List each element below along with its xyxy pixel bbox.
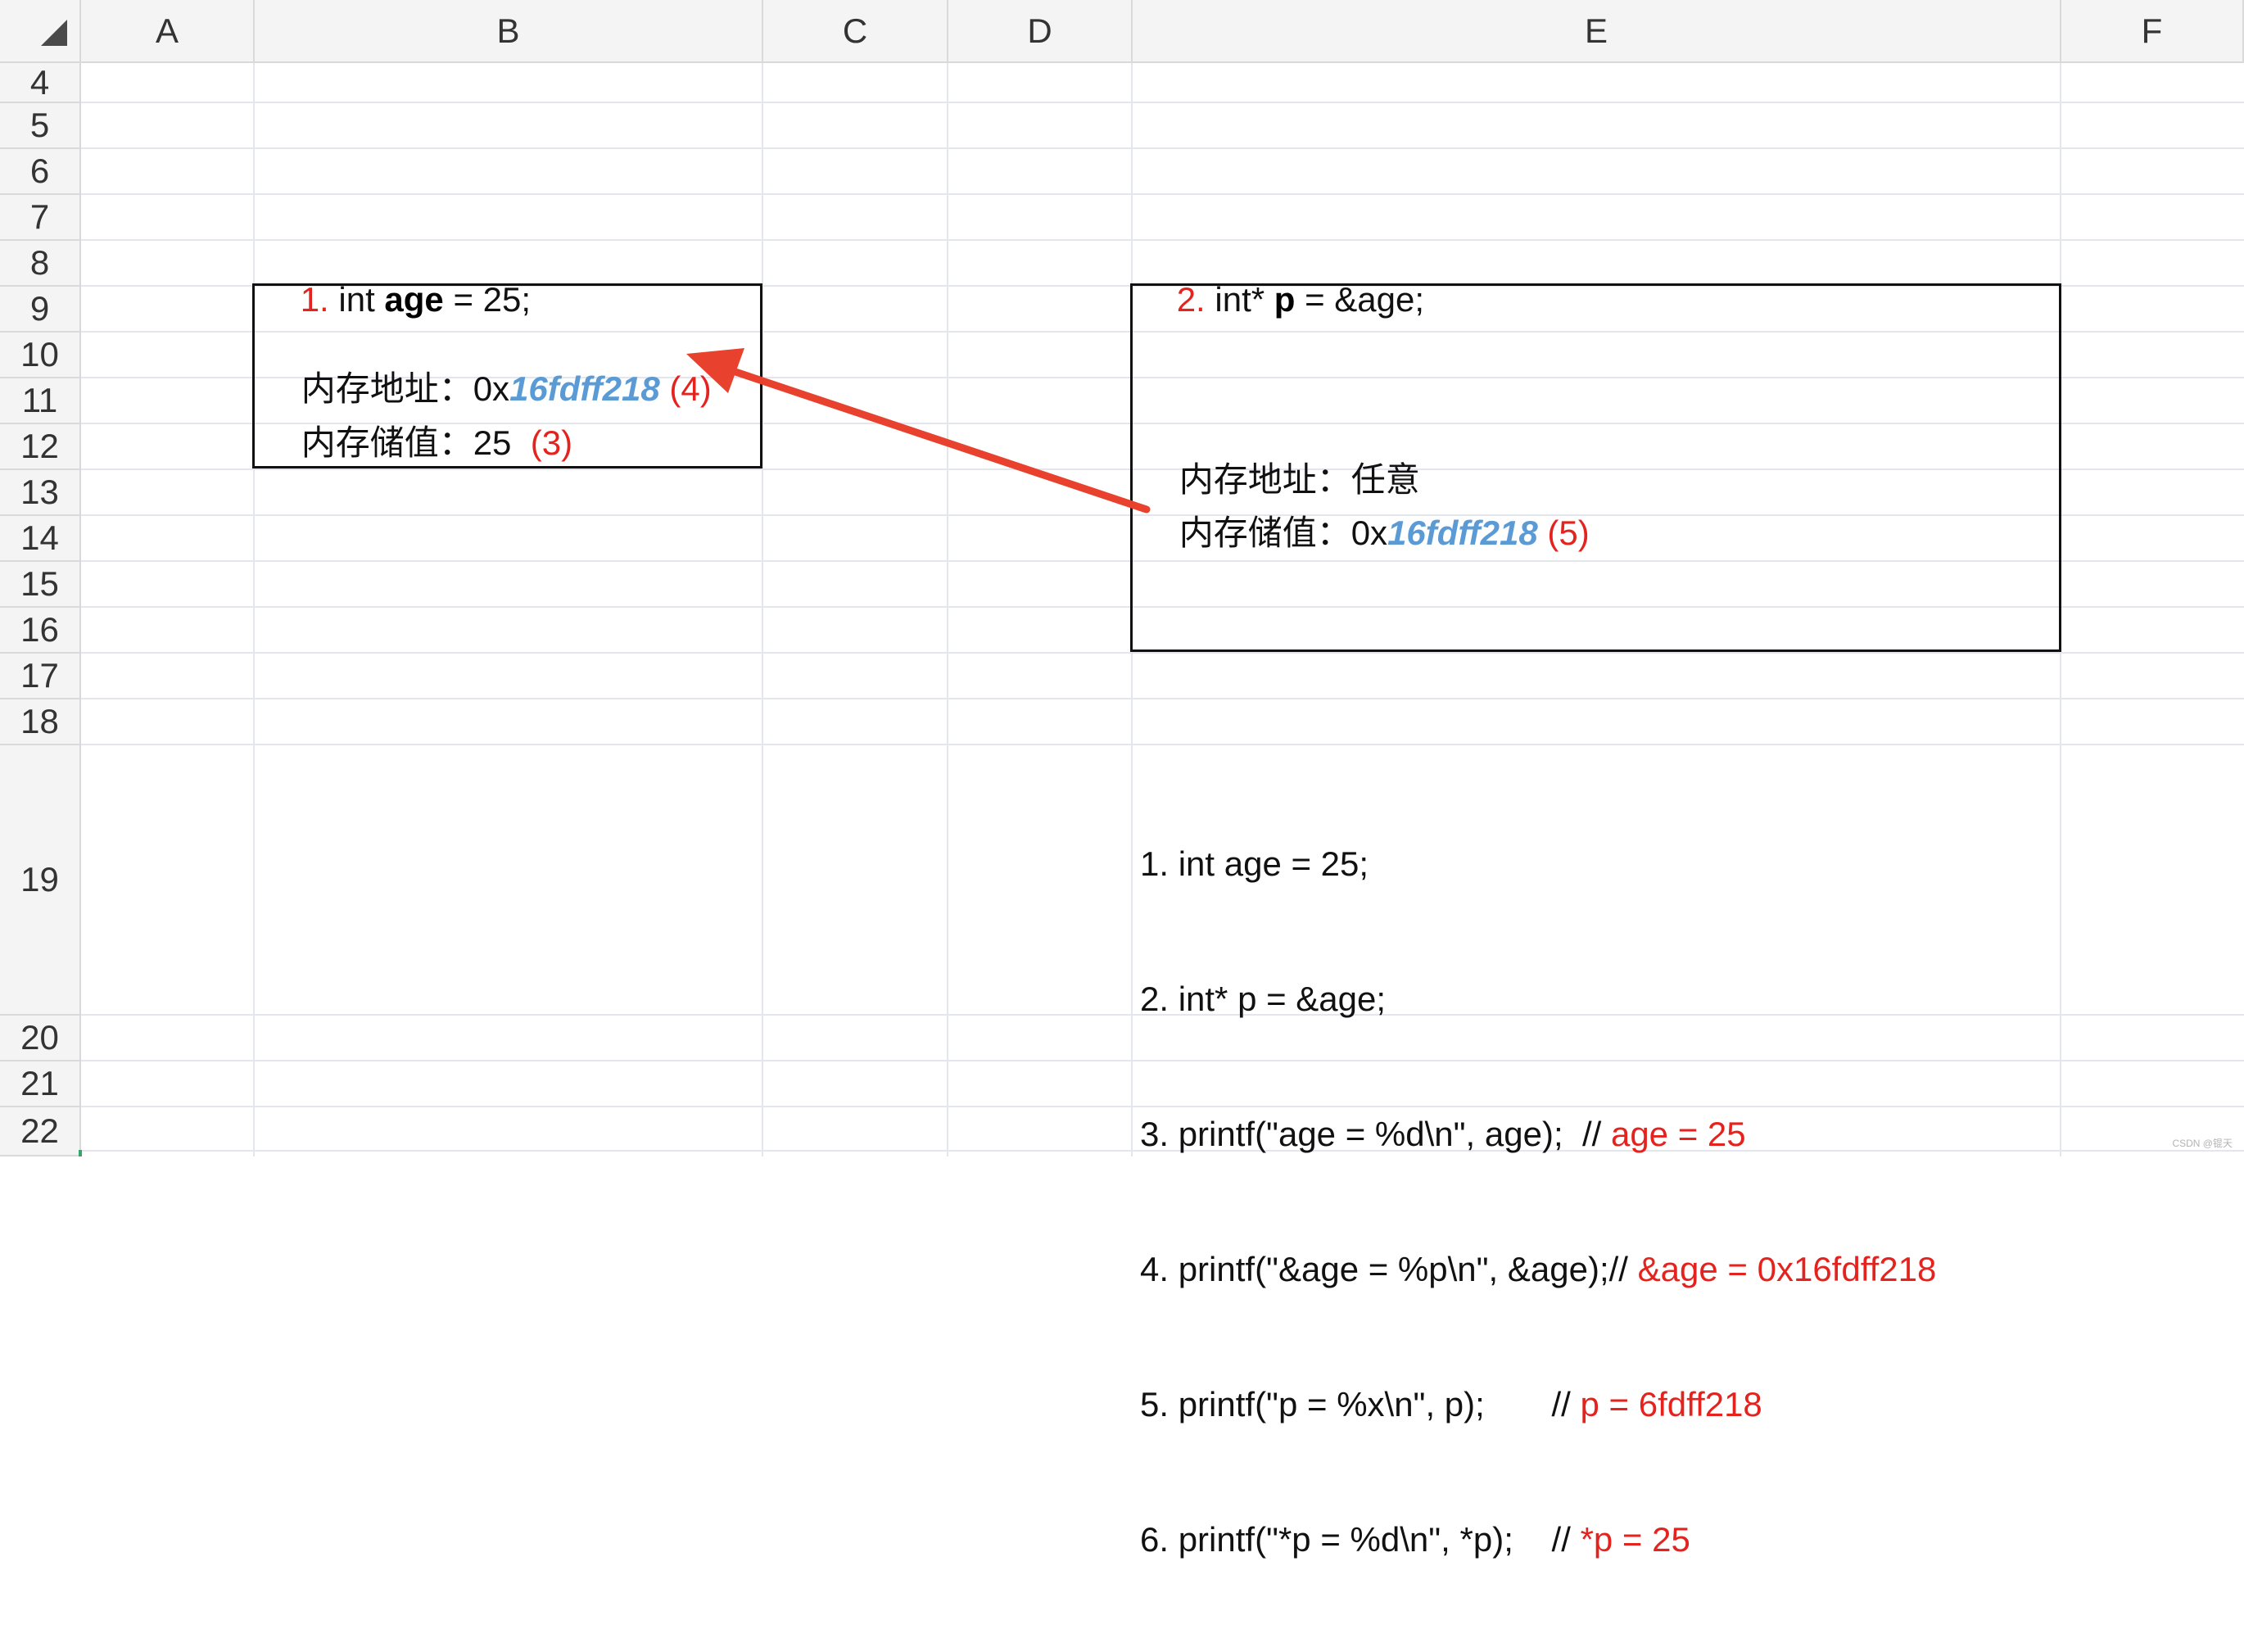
row-header-13[interactable]: 13 (0, 470, 81, 516)
pointer-arrow (686, 348, 1151, 514)
memory-box-age (252, 283, 762, 468)
spreadsheet: A B C D E F 4 5 6 7 8 9 10 11 12 13 14 1… (0, 0, 2244, 1559)
gridline (81, 606, 2244, 608)
row-header-19[interactable]: 19 (0, 745, 81, 1016)
age-value-line: 内存储值：25 (3) (263, 392, 572, 495)
gridline (253, 63, 255, 1156)
watermark: CSDN @锟天 (2172, 1138, 2233, 1149)
value-hex: 16fdff218 (1387, 514, 1538, 552)
row-header-22[interactable]: 22 (0, 1107, 81, 1156)
row-header-17[interactable]: 17 (0, 654, 81, 699)
code-line: 4. printf("&age = %p\n", &age);// &age =… (1140, 1250, 1937, 1288)
code-line: 6. printf("*p = %d\n", *p); // *p = 25 (1140, 1520, 1690, 1559)
value-label: 内存储值： (301, 423, 473, 462)
row-header-16[interactable]: 16 (0, 608, 81, 654)
row-header-5[interactable]: 5 (0, 103, 81, 149)
step-label: (4) (669, 369, 712, 408)
code-line: 2. int* p = &age; (1140, 980, 1387, 1018)
row-header-11[interactable]: 11 (0, 378, 81, 424)
p-value-line: 内存储值：0x16fdff218 (5) (1141, 482, 1590, 585)
row-header-8[interactable]: 8 (0, 241, 81, 287)
row-header-20[interactable]: 20 (0, 1016, 81, 1061)
memory-box-p (1130, 283, 2061, 652)
step-number: 2. (1176, 280, 1206, 319)
row-header-6[interactable]: 6 (0, 149, 81, 195)
arrow-shaft (729, 367, 1151, 514)
column-header-a[interactable]: A (81, 0, 255, 63)
row-header-10[interactable]: 10 (0, 333, 81, 378)
cell-e19-code[interactable]: 1. int age = 25; 2. int* p = &age; 3. pr… (1140, 751, 1936, 1652)
code-line: 3. printf("age = %d\n", age); // age = 2… (1140, 1115, 1746, 1153)
row-header-7[interactable]: 7 (0, 195, 81, 241)
gridline (81, 698, 2244, 699)
code-text: int* (1205, 280, 1274, 319)
address-prefix: 0x (473, 369, 510, 408)
address-label: 内存地址： (301, 369, 473, 408)
age-address-line: 内存地址：0x16fdff218 (4) (263, 337, 712, 441)
value-prefix: 0x (1350, 514, 1388, 552)
value-label: 内存储值： (1179, 514, 1351, 552)
column-header-f[interactable]: F (2061, 0, 2244, 63)
step-label: (3) (530, 423, 573, 462)
gridline (81, 239, 2244, 241)
gridline (81, 285, 2244, 287)
gridline (81, 1060, 2244, 1061)
column-header-e[interactable]: E (1133, 0, 2061, 63)
gridline (81, 102, 2244, 103)
code-text: = 25; (443, 280, 532, 319)
row-header-15[interactable]: 15 (0, 562, 81, 608)
gridline (81, 1150, 2244, 1152)
gridline (81, 468, 2244, 470)
code-text: int (328, 280, 385, 319)
step-label: (5) (1547, 514, 1590, 552)
gridline (81, 1014, 2244, 1016)
address-value: 任意 (1350, 460, 1420, 499)
gridline (81, 377, 2244, 378)
variable-name: p (1274, 280, 1296, 319)
gridline (81, 331, 2244, 333)
column-header-d[interactable]: D (948, 0, 1133, 63)
code-line: 5. printf("p = %x\n", p); // p = 6fdff21… (1140, 1385, 1762, 1423)
column-header-b[interactable]: B (255, 0, 763, 63)
arrow-head (686, 348, 744, 393)
row-header-12[interactable]: 12 (0, 424, 81, 470)
row-header-14[interactable]: 14 (0, 516, 81, 562)
code-text: = &age; (1295, 280, 1425, 319)
gridline (81, 560, 2244, 562)
row-header-4[interactable]: 4 (0, 63, 81, 103)
variable-name: age (384, 280, 444, 319)
select-all-corner[interactable] (0, 0, 81, 63)
address-label: 内存地址： (1179, 460, 1351, 499)
gridline (81, 423, 2244, 424)
gridline (81, 1106, 2244, 1107)
row-header-9[interactable]: 9 (0, 287, 81, 333)
step-number: 1. (300, 280, 329, 319)
selection-indicator (79, 1150, 82, 1156)
code-line: 1. int age = 25; (1140, 844, 1369, 883)
address-hex: 16fdff218 (509, 369, 660, 408)
column-header-c[interactable]: C (763, 0, 948, 63)
cell-e8-declaration[interactable]: 2. int* p = &age; (1138, 248, 1424, 351)
row-header-21[interactable]: 21 (0, 1061, 81, 1107)
row-header-18[interactable]: 18 (0, 699, 81, 745)
select-all-triangle-icon (41, 20, 67, 46)
gridline (81, 652, 2244, 654)
gridline (81, 193, 2244, 195)
gridline (947, 63, 948, 1156)
cell-b8-declaration[interactable]: 1. int age = 25; (262, 248, 531, 351)
p-address-line: 内存地址：任意 (1141, 428, 1420, 532)
gridline (81, 147, 2244, 149)
value: 25 (473, 423, 512, 462)
gridline (762, 63, 763, 1156)
gridline (81, 514, 2244, 516)
gridline (81, 744, 2244, 745)
